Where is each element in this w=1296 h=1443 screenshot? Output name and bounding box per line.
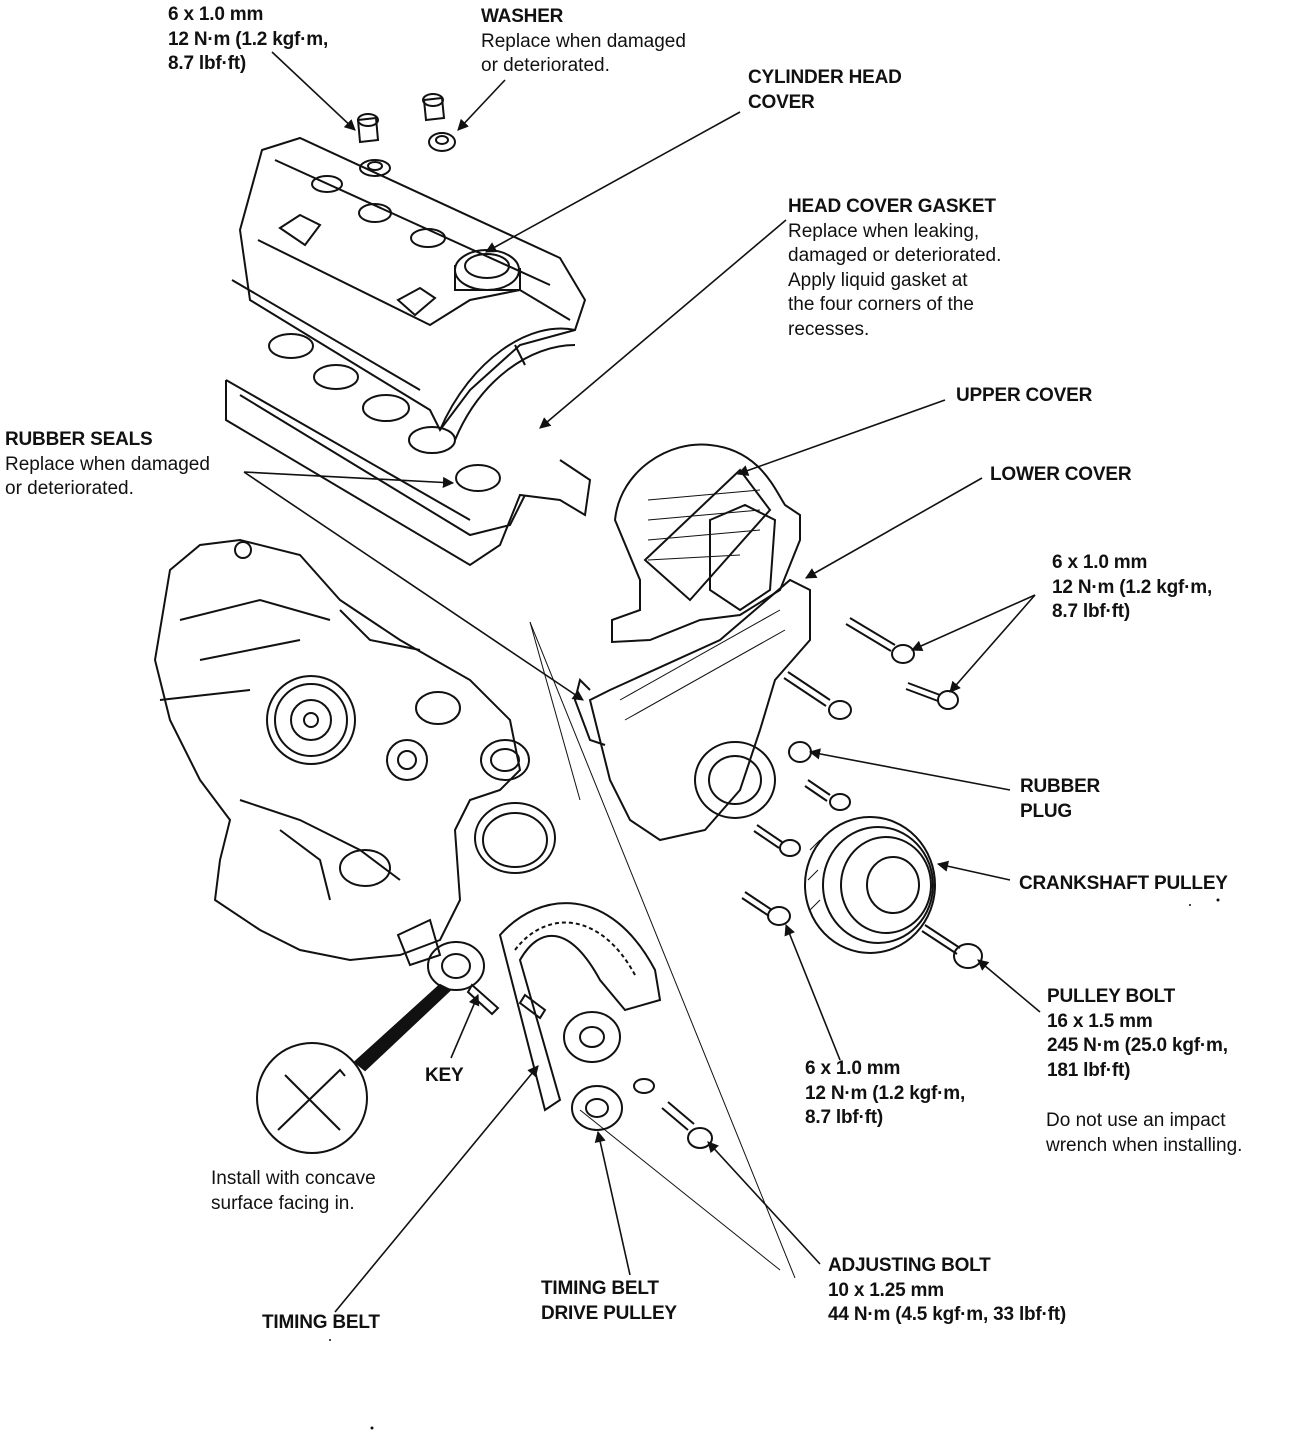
adjusting-bolt-title: ADJUSTING BOLT [828, 1255, 991, 1276]
crank-parts-drawing [396, 802, 556, 1016]
upper-cover-title: UPPER COVER [956, 385, 1093, 406]
concave-note-label: Install with concave surface facing in. [211, 1167, 376, 1216]
drive-pulley-title-2: DRIVE PULLEY [541, 1302, 677, 1324]
pulley-bolt-size: 16 x 1.5 mm [1047, 1010, 1153, 1032]
pulley-bolt-torque: 245 N·m (25.0 kgf·m, [1047, 1035, 1228, 1056]
head-cover-gasket-label: HEAD COVER GASKET Replace when leaking, … [788, 195, 1001, 342]
head-cover-gasket-note-4: the four corners of the [788, 294, 974, 315]
concave-detail-drawing [256, 983, 452, 1154]
rubber-seals-label: RUBBER SEALS Replace when damaged or det… [5, 428, 210, 502]
right-bolts-torque: 12 N·m (1.2 kgf·m, [1052, 576, 1213, 598]
lower-bolts-torque: 12 N·m (1.2 kgf·m, [805, 1082, 966, 1104]
lower-bolts-label: 6 x 1.0 mm 12 N·m (1.2 kgf·m, 8.7 lbf·ft… [805, 1057, 965, 1131]
pulley-bolt-warning-1: Do not use an impact [1046, 1110, 1226, 1131]
top-bolt-torque-lbf: 8.7 lbf·ft) [168, 53, 247, 74]
head-cover-gasket-note-1: Replace when leaking, [788, 220, 980, 242]
right-bolts-torque-lbf: 8.7 lbf·ft) [1052, 601, 1131, 622]
timing-covers-drawing [573, 443, 811, 842]
pulley-bolt-title: PULLEY BOLT [1047, 986, 1175, 1007]
rubber-seals-title: RUBBER SEALS [5, 429, 153, 450]
reference-lines [529, 621, 796, 1279]
rubber-plug-label: RUBBER PLUG [1020, 775, 1100, 824]
adjusting-bolt-torque: 44 N·m (4.5 kgf·m, 33 lbf·ft) [828, 1304, 1067, 1325]
cylinder-head-cover-title-2: COVER [748, 91, 815, 113]
head-cover-gasket-note-3: Apply liquid gasket at [788, 269, 968, 291]
scan-marks [329, 898, 1220, 1430]
rubber-seals-note-1: Replace when damaged [5, 453, 210, 475]
rubber-seals-note-2: or deteriorated. [5, 478, 134, 499]
concave-note-1: Install with concave [211, 1168, 376, 1189]
right-bolts-label: 6 x 1.0 mm 12 N·m (1.2 kgf·m, 8.7 lbf·ft… [1052, 551, 1212, 625]
lower-cover-title: LOWER COVER [990, 464, 1132, 485]
lower-cover-label: LOWER COVER [990, 463, 1132, 488]
adjusting-bolt-size: 10 x 1.25 mm [828, 1279, 944, 1301]
pulley-bolt-warning-2: wrench when installing. [1046, 1134, 1243, 1156]
washer-note-1: Replace when damaged [481, 30, 686, 52]
top-bolt-torque: 12 N·m (1.2 kgf·m, [168, 28, 329, 50]
lower-bolts-size: 6 x 1.0 mm [805, 1058, 901, 1079]
washer-label: WASHER Replace when damaged or deteriora… [481, 5, 686, 79]
pulley-bolt-torque-lbf: 181 lbf·ft) [1047, 1059, 1131, 1081]
top-bolt-size: 6 x 1.0 mm [168, 4, 264, 25]
head-cover-gasket-title: HEAD COVER GASKET [788, 196, 996, 217]
adjusting-bolt-label: ADJUSTING BOLT 10 x 1.25 mm 44 N·m (4.5 … [828, 1254, 1066, 1328]
crankshaft-pulley-drawing [804, 816, 936, 954]
drive-pulley-title-1: TIMING BELT [541, 1278, 659, 1299]
cover-nuts-drawing [356, 93, 456, 177]
rubber-plug-title-1: RUBBER [1020, 776, 1101, 797]
pulley-bolt-label: PULLEY BOLT 16 x 1.5 mm 245 N·m (25.0 kg… [1047, 985, 1228, 1083]
key-label: KEY [425, 1064, 464, 1089]
rubber-plug-title-2: PLUG [1020, 800, 1072, 822]
leader-lines [243, 51, 1041, 1313]
drive-pulley-label: TIMING BELT DRIVE PULLEY [541, 1277, 677, 1326]
washer-note-2: or deteriorated. [481, 55, 610, 76]
crankshaft-pulley-title: CRANKSHAFT PULLEY [1019, 873, 1228, 894]
cylinder-head-cover-label: CYLINDER HEAD COVER [748, 66, 902, 115]
timing-belt-label: TIMING BELT [262, 1311, 380, 1336]
right-bolts-size: 6 x 1.0 mm [1052, 552, 1148, 573]
head-cover-gasket-note-5: recesses. [788, 318, 870, 340]
crankshaft-pulley-label: CRANKSHAFT PULLEY [1019, 872, 1228, 897]
pulley-bolt-warning: Do not use an impact wrench when install… [1046, 1109, 1242, 1158]
top-bolt-label: 6 x 1.0 mm 12 N·m (1.2 kgf·m, 8.7 lbf·ft… [168, 3, 328, 77]
cylinder-head-cover-drawing [225, 136, 592, 567]
concave-note-2: surface facing in. [211, 1192, 355, 1214]
lower-bolts-torque-lbf: 8.7 lbf·ft) [805, 1107, 884, 1128]
key-title: KEY [425, 1065, 464, 1086]
cylinder-head-cover-title-1: CYLINDER HEAD [748, 67, 902, 88]
bolts-drawing [741, 617, 983, 969]
head-cover-gasket-note-2: damaged or deteriorated. [788, 245, 1002, 266]
timing-belt-title: TIMING BELT [262, 1312, 380, 1333]
timing-belt-drawing [498, 902, 713, 1149]
engine-block-drawing [153, 538, 530, 962]
washer-title: WASHER [481, 6, 564, 27]
upper-cover-label: UPPER COVER [956, 384, 1092, 409]
